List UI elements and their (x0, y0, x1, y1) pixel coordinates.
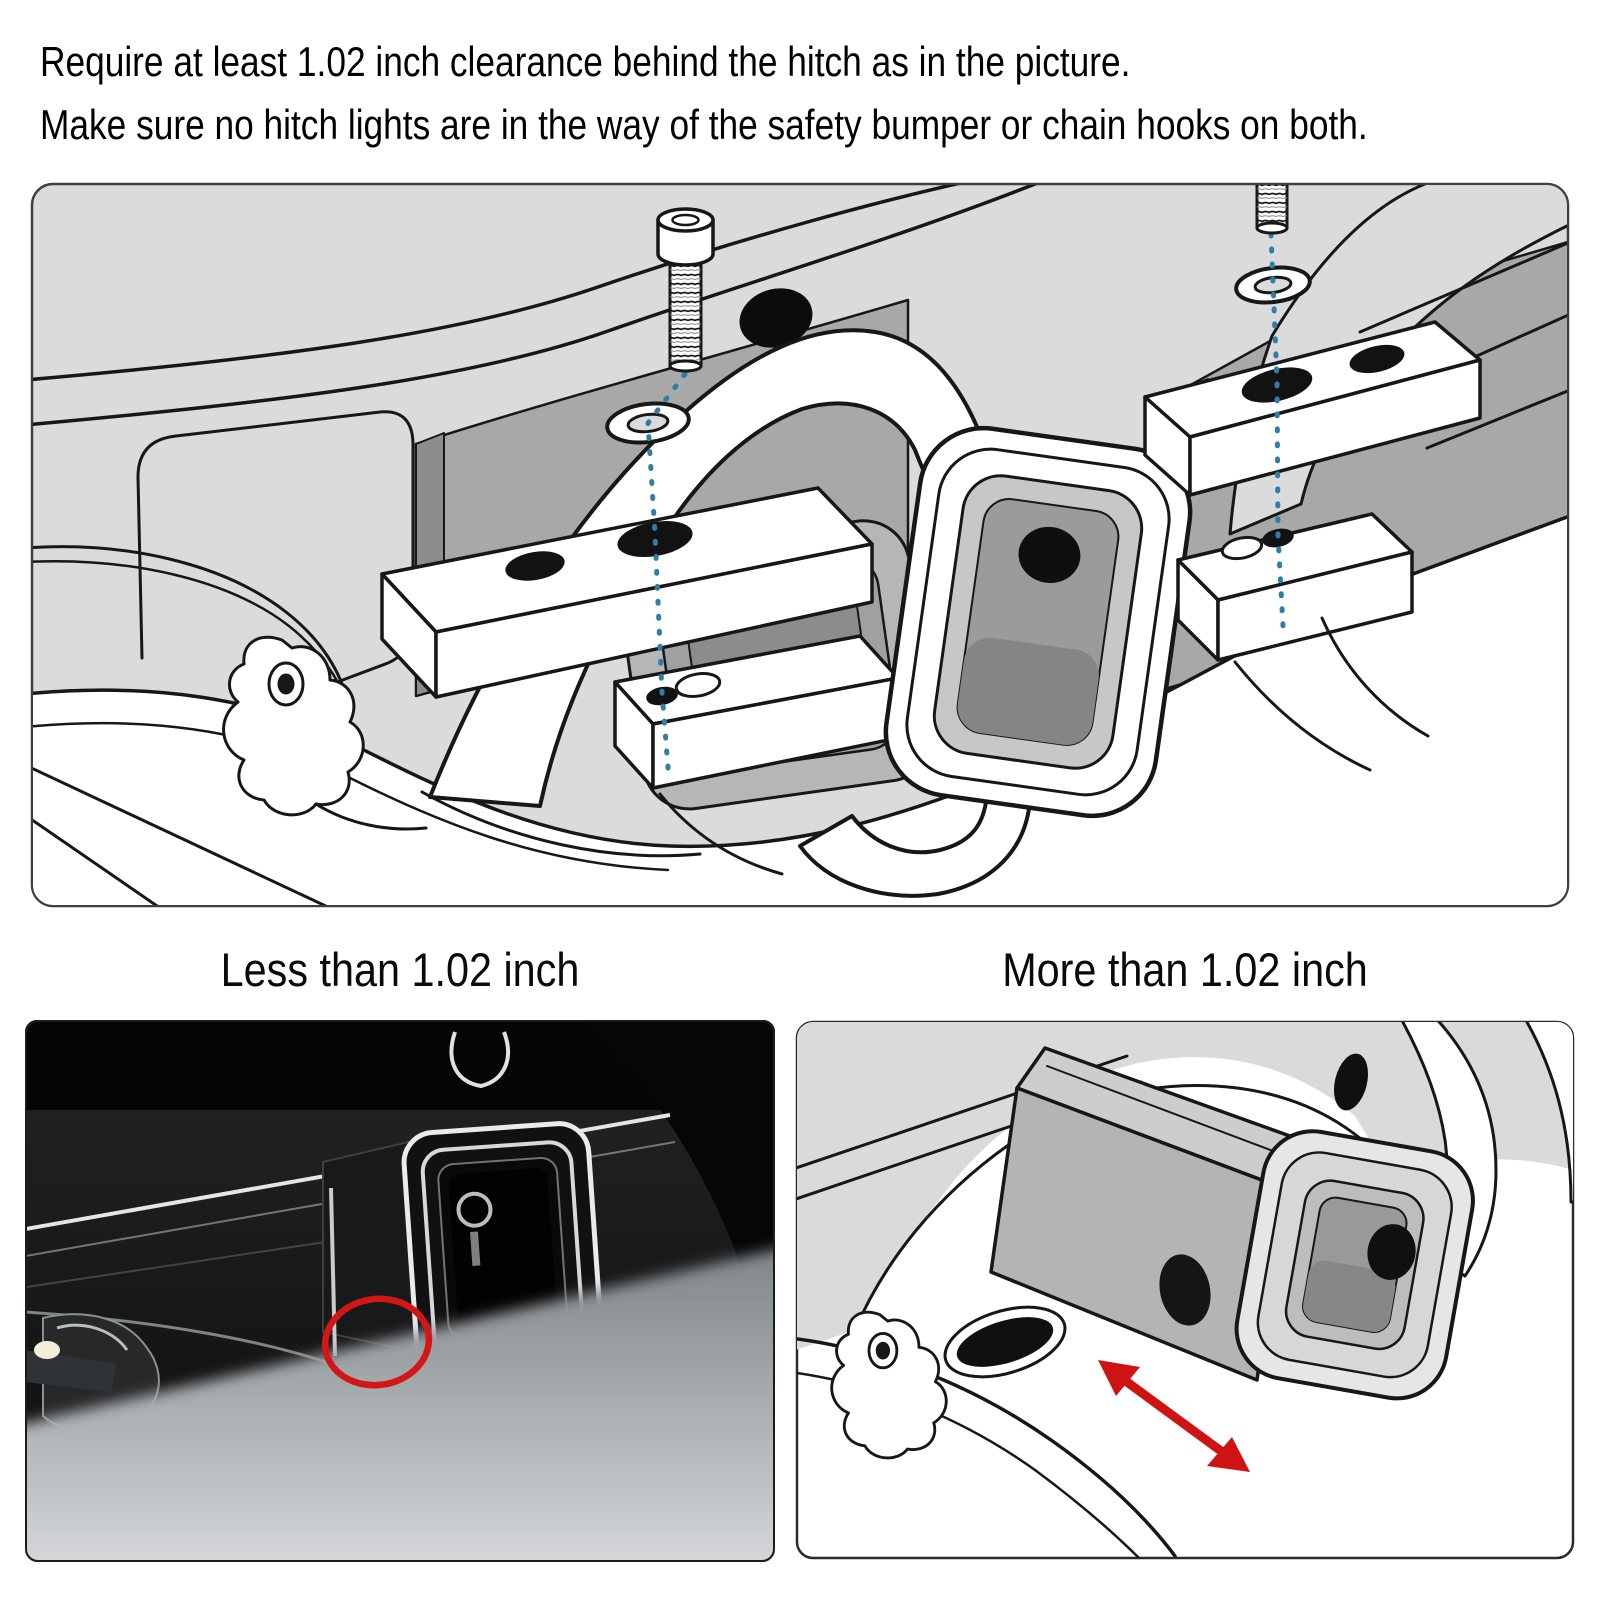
bumper-slot-hole (943, 1305, 1067, 1379)
red-arrow-annotation (1098, 1360, 1250, 1472)
instruction-text: Require at least 1.02 inch clearance beh… (40, 30, 1368, 156)
chain-hook-bracket-2 (830, 1310, 948, 1460)
underbody-shadow-hole (739, 288, 813, 348)
instruction-text-line-2: Make sure no hitch lights are in the way… (40, 101, 1368, 148)
receiver-collar (883, 425, 1193, 819)
vehicle-underbody (33, 185, 1057, 714)
alignment-dashed-line-left (645, 371, 688, 783)
tube-side-hole (1159, 1254, 1211, 1326)
photo-border (25, 1020, 775, 1562)
chain-hook-bracket (222, 635, 428, 831)
instruction-text-line-1: Require at least 1.02 inch clearance beh… (40, 38, 1131, 85)
alignment-dashed-line-right (1268, 231, 1286, 629)
clearance-photo-less-than (25, 1020, 775, 1562)
road-surface (25, 1245, 775, 1562)
hitch-pin-hole (1018, 526, 1081, 584)
vehicle-underbody-2 (797, 1022, 1573, 1352)
photo-receiver-collar (401, 1121, 604, 1375)
receiver-tube-2 (989, 1046, 1317, 1382)
bolt-alignment-guides (645, 231, 1286, 783)
socket-bolt-left (656, 207, 715, 373)
hitch-pin-highlight (456, 1191, 493, 1228)
wiring-clip-highlight (449, 1031, 510, 1089)
mounting-bar-upper-right (1143, 320, 1482, 497)
hitch-arm-lower-loop (798, 798, 1032, 898)
label-less-than: Less than 1.02 inch (220, 943, 580, 996)
clearance-diagram-more-than (795, 1020, 1575, 1560)
underbody-slot-hole (1333, 1053, 1369, 1111)
red-circle-annotation (321, 1295, 433, 1389)
mounting-bar-lower-right (1176, 512, 1430, 772)
label-more-than: More than 1.02 inch (1002, 943, 1368, 996)
socket-bolt-right (1255, 185, 1289, 235)
washer-right (1234, 265, 1312, 305)
receiver-collar-2 (1234, 1129, 1475, 1401)
mounting-bar-upper-left (380, 486, 874, 699)
reflector-dot (34, 1341, 60, 1359)
photo-right-shadow (585, 1020, 775, 1330)
main-installation-diagram (30, 182, 1570, 908)
hitch-pin-hole-2 (1367, 1224, 1416, 1280)
